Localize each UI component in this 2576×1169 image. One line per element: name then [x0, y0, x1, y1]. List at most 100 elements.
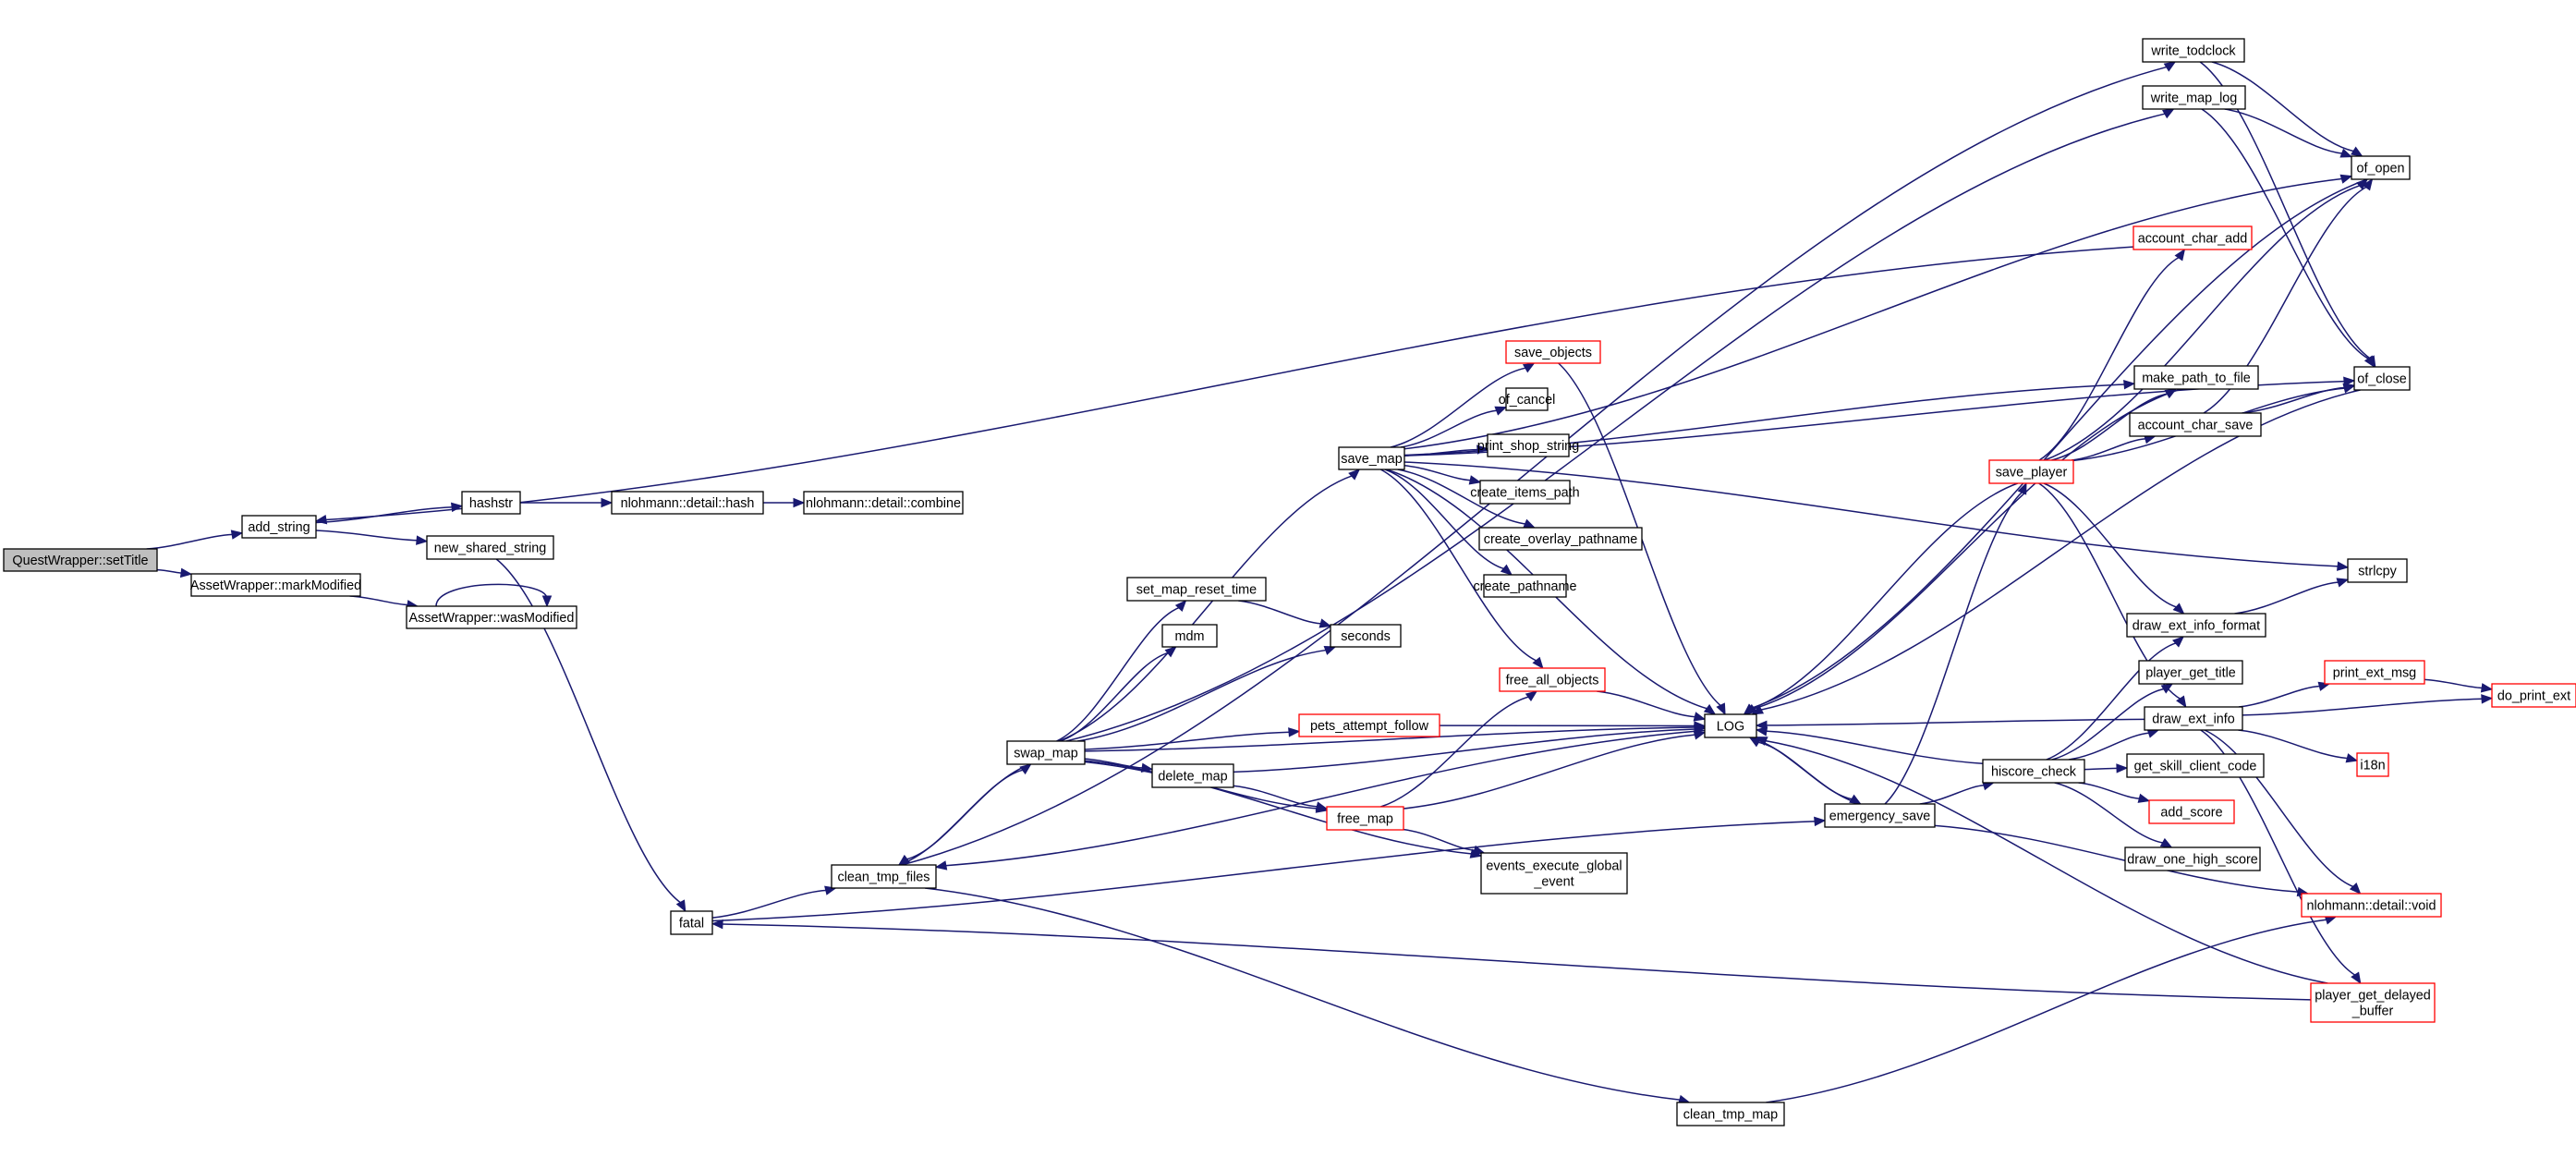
node-seconds[interactable]: seconds: [1330, 624, 1402, 648]
node-nl-void[interactable]: nlohmann::detail::void: [2301, 893, 2442, 918]
node-pets-attempt-follow[interactable]: pets_attempt_follow: [1298, 713, 1440, 737]
node-box: [1478, 527, 1643, 551]
node-clean-tmp-files[interactable]: clean_tmp_files: [831, 864, 937, 889]
edge-nl_hash-to-nl_combine: [763, 497, 806, 508]
edge-set_map_reset_time-to-seconds: [1238, 600, 1332, 628]
node-label: seconds: [1341, 629, 1391, 644]
node-events-execute[interactable]: events_execute_global_event: [1480, 852, 1628, 895]
node-print-shop-string[interactable]: print_shop_string: [1477, 433, 1579, 457]
node-draw-ext-info[interactable]: draw_ext_info: [2144, 706, 2243, 731]
edge-write_map_log-to-of_close: [2201, 108, 2376, 369]
node-of-close[interactable]: of_close: [2353, 366, 2411, 391]
node-label: clean_tmp_map: [1683, 1108, 1778, 1123]
node-strlcpy[interactable]: strlcpy: [2347, 558, 2408, 583]
node-label: swap_map: [1014, 747, 1078, 761]
node-clean-tmp-map[interactable]: clean_tmp_map: [1676, 1102, 1785, 1126]
node-box: [2126, 753, 2265, 778]
node-do-print-ext[interactable]: do_print_ext: [2491, 683, 2576, 708]
node-label: fatal: [679, 917, 704, 932]
node-box: [1505, 387, 1549, 411]
node-save-player[interactable]: save_player: [1988, 459, 2074, 484]
edge-save_map-to-strlcpy: [1403, 461, 2350, 571]
node-label: create_pathname: [1473, 579, 1576, 594]
node-hiscore-check[interactable]: hiscore_check: [1982, 759, 2085, 784]
edge-clean_tmp_files-to-write_todclock: [902, 61, 2177, 866]
node-player-get-delayed-buffer[interactable]: player_get_delayed_buffer: [2310, 982, 2436, 1023]
node-label: write_todclock: [2150, 44, 2236, 59]
node-draw-ext-info-format[interactable]: draw_ext_info_format: [2126, 613, 2266, 638]
edge-draw_ext_info-to-LOG: [1755, 718, 2145, 731]
edge-setTitle-to-markModified: [156, 567, 193, 578]
node-label: save_objects: [1514, 346, 1592, 360]
node-get-skill-client-code[interactable]: get_skill_client_code: [2126, 753, 2265, 778]
node-add-score[interactable]: add_score: [2148, 799, 2235, 824]
edge-account_char_save-to-of_close: [2242, 383, 2356, 414]
node-box: [611, 491, 764, 515]
node-of-cancel[interactable]: of_cancel: [1499, 387, 1556, 411]
edge-swap_map-to-set_map_reset_time: [1056, 600, 1187, 742]
node-write-map-log[interactable]: write_map_log: [2142, 85, 2246, 110]
edge-of_open-to-LOG: [1743, 178, 2368, 715]
node-box: [1505, 340, 1601, 364]
node-account-char-save[interactable]: account_char_save: [2129, 412, 2262, 437]
node-box: [1330, 624, 1402, 648]
node-setTitle[interactable]: QuestWrapper::setTitle: [3, 548, 158, 572]
node-make-path-to-file[interactable]: make_path_to_file: [2133, 365, 2259, 390]
node-write-todclock[interactable]: write_todclock: [2142, 38, 2245, 63]
node-swap-map[interactable]: swap_map: [1006, 740, 1086, 765]
edge-account_char_add-to-add_string: [314, 246, 2134, 525]
node-player-get-title[interactable]: player_get_title: [2138, 660, 2243, 685]
edge-save_player-to-LOG: [1743, 482, 2018, 715]
node-fatal[interactable]: fatal: [670, 910, 713, 935]
edge-wasModified-to-wasModified: [435, 583, 553, 608]
node-wasModified[interactable]: AssetWrapper::wasModified: [406, 605, 577, 629]
node-markModified[interactable]: AssetWrapper::markModified: [190, 573, 361, 597]
node-mdm[interactable]: mdm: [1161, 624, 1218, 648]
node-save-map[interactable]: save_map: [1338, 446, 1405, 470]
node-label: emergency_save: [1829, 810, 1931, 824]
node-of-open[interactable]: of_open: [2351, 155, 2411, 180]
node-new-shared-string[interactable]: new_shared_string: [426, 535, 554, 560]
node-label: AssetWrapper::wasModified: [409, 611, 575, 626]
node-label: make_path_to_file: [2142, 371, 2251, 386]
edge-fatal-to-emergency_save: [711, 816, 1827, 922]
node-draw-one-high-score[interactable]: draw_one_high_score: [2124, 846, 2261, 871]
node-delete-map[interactable]: delete_map: [1151, 763, 1234, 788]
node-add-string[interactable]: add_string: [241, 515, 317, 539]
node-nl-combine[interactable]: nlohmann::detail::combine: [803, 491, 964, 515]
node-create-overlay-pathname[interactable]: create_overlay_pathname: [1478, 527, 1643, 551]
node-box: [2142, 38, 2245, 63]
node-free-map[interactable]: free_map: [1326, 806, 1404, 831]
edge-hiscore_check-to-draw_ext_info: [2068, 728, 2160, 761]
node-box: [1298, 713, 1440, 737]
edge-swap_map-to-clean_tmp_files: [897, 763, 1031, 866]
node-box: [3, 548, 158, 572]
node-print-ext-msg[interactable]: print_ext_msg: [2324, 660, 2425, 685]
node-set-map-reset-time[interactable]: set_map_reset_time: [1126, 577, 1267, 602]
node-box: [2142, 85, 2246, 110]
node-label: of_cancel: [1499, 393, 1556, 408]
node-box: [241, 515, 317, 539]
node-save-objects[interactable]: save_objects: [1505, 340, 1601, 364]
node-box: [2126, 613, 2266, 638]
node-free-all-objects[interactable]: free_all_objects: [1499, 667, 1606, 692]
node-label: LOG: [1717, 720, 1744, 735]
edge-setTitle-to-add_string: [146, 530, 244, 550]
node-LOG[interactable]: LOG: [1704, 713, 1757, 738]
edge-draw_ext_info_format-to-strlcpy: [2234, 578, 2350, 615]
edge-emergency_save-to-hiscore_check: [1919, 781, 1995, 805]
node-create-items-path[interactable]: create_items_path: [1470, 480, 1580, 505]
node-emergency-save[interactable]: emergency_save: [1824, 803, 1936, 828]
node-label: nlohmann::detail::combine: [806, 496, 961, 511]
node-box: [803, 491, 964, 515]
node-hashstr[interactable]: hashstr: [461, 491, 521, 515]
node-i18n[interactable]: i18n: [2356, 752, 2389, 777]
node-box: [1982, 759, 2085, 784]
node-label: delete_map: [1158, 770, 1227, 785]
node-nl-hash[interactable]: nlohmann::detail::hash: [611, 491, 764, 515]
node-account-char-add[interactable]: account_char_add: [2132, 225, 2253, 250]
node-label: player_get_delayed: [2315, 989, 2431, 1004]
node-create-pathname[interactable]: create_pathname: [1473, 574, 1577, 598]
node-box: [1483, 574, 1567, 598]
edge-print_ext_msg-to-do_print_ext: [2424, 678, 2494, 693]
